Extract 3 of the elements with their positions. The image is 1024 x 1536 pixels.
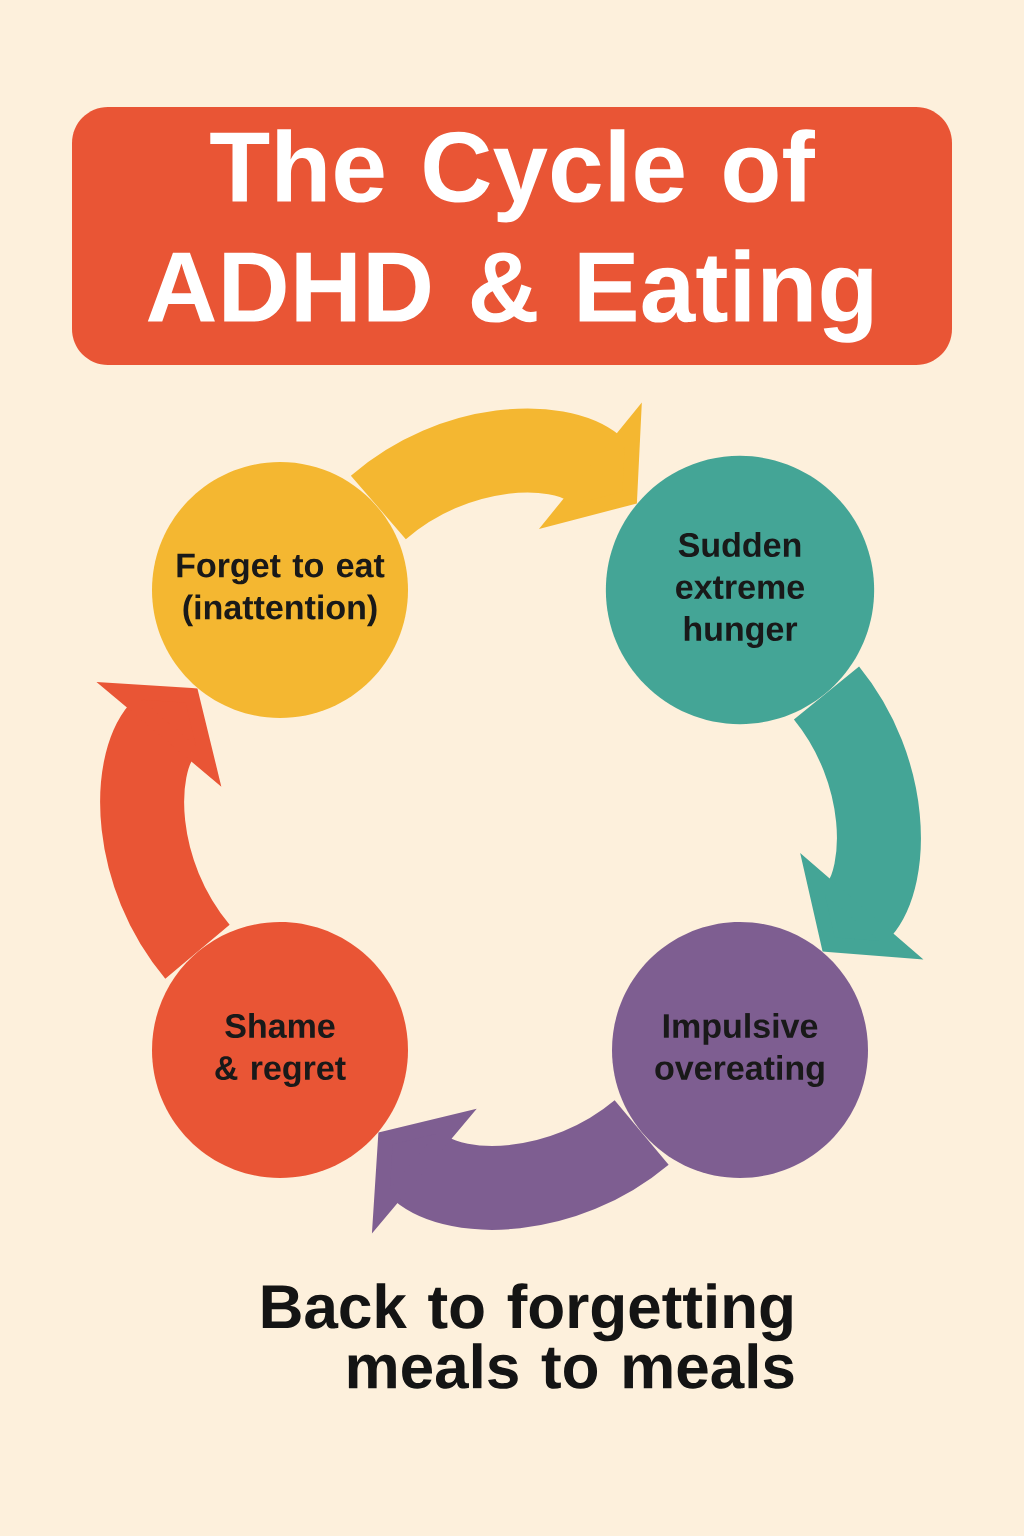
cycle-arrow: [352, 402, 642, 541]
title-banner: The Cycle of ADHD & Eating: [72, 107, 952, 365]
footer-text: Back to forgetting meals to meals: [262, 1283, 794, 1389]
